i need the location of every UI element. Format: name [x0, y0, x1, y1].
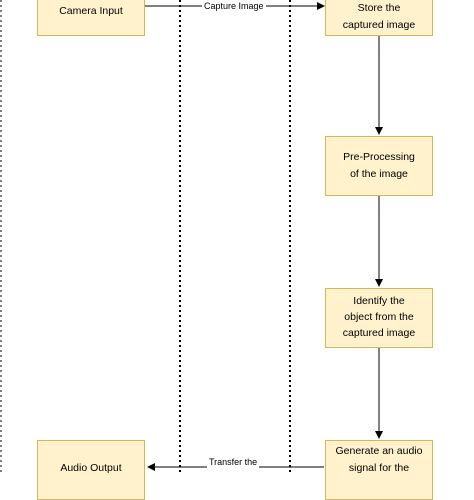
generate-audio-label: Generate an audio signal for the — [335, 445, 423, 474]
preprocessing-label: Pre-Processing of the image — [343, 151, 415, 180]
transfer-edge-label: Transfer the — [207, 457, 260, 468]
store-image-label: Store the captured image — [342, 2, 416, 31]
capture-image-edge-label: Capture Image — [202, 1, 266, 12]
camera-input-box: Camera Input — [37, 0, 145, 36]
preprocessing-box: Pre-Processing of the image — [325, 136, 433, 196]
audio-output-label: Audio Output — [60, 462, 122, 474]
audio-output-box: Audio Output — [37, 440, 145, 500]
generate-audio-box: Generate an audio signal for the — [325, 440, 433, 500]
identify-object-box: Identify the object from the captured im… — [325, 288, 433, 348]
store-image-box: Store the captured image — [325, 0, 433, 36]
camera-input-label: Camera Input — [59, 5, 123, 17]
identify-object-label: Identify the object from the captured im… — [342, 295, 416, 339]
sequence-diagram-canvas — [0, 0, 383, 474]
